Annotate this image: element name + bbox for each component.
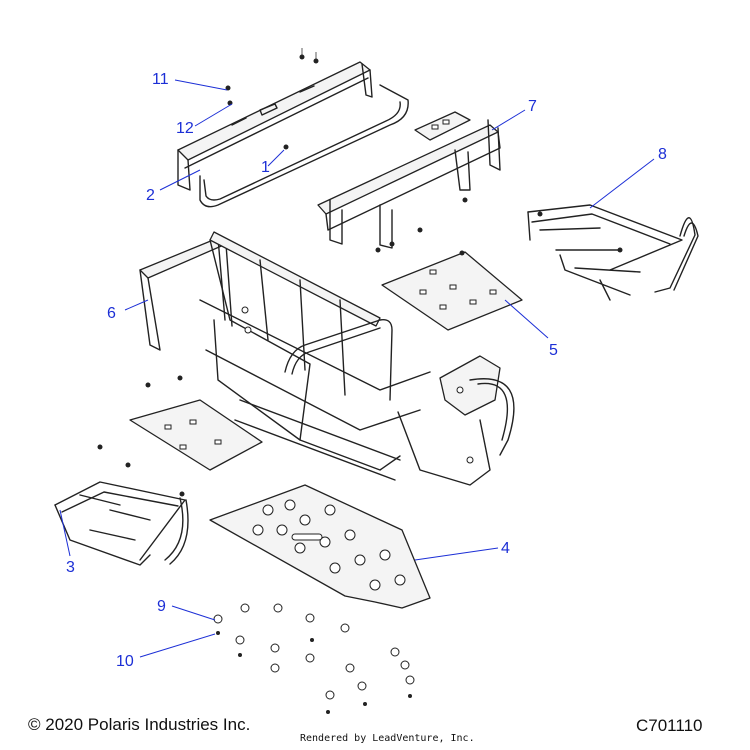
part-4-main-skid-plate[interactable] bbox=[209, 484, 431, 609]
callout-4[interactable]: 4 bbox=[501, 540, 510, 557]
diagram-code: C701110 bbox=[636, 716, 703, 735]
callout-5[interactable]: 5 bbox=[549, 342, 558, 359]
rendered-by-text: Rendered by LeadVenture, Inc. bbox=[300, 733, 475, 744]
callout-12[interactable]: 12 bbox=[176, 120, 194, 137]
part-6-main-frame[interactable] bbox=[139, 231, 515, 486]
part-2-rear-bracket[interactable] bbox=[177, 48, 409, 208]
callout-10[interactable]: 10 bbox=[116, 653, 134, 670]
part-7-rear-frame[interactable] bbox=[317, 111, 501, 253]
skid-plate-fasteners[interactable] bbox=[213, 603, 415, 714]
part-8-side-rail-right[interactable] bbox=[527, 204, 699, 301]
left-skid-plate[interactable] bbox=[97, 375, 263, 471]
part-5-rear-skid-plate[interactable] bbox=[381, 250, 523, 331]
callout-1[interactable]: 1 bbox=[261, 159, 270, 176]
copyright-text: © 2020 Polaris Industries Inc. bbox=[28, 715, 251, 734]
callout-3[interactable]: 3 bbox=[66, 559, 75, 576]
callout-6[interactable]: 6 bbox=[107, 305, 116, 322]
callout-11[interactable]: 11 bbox=[152, 71, 169, 88]
part-3-side-rail-left[interactable] bbox=[54, 481, 189, 566]
callout-9[interactable]: 9 bbox=[157, 598, 166, 615]
callout-7[interactable]: 7 bbox=[528, 98, 537, 115]
leader-lines bbox=[59, 79, 655, 658]
callout-8[interactable]: 8 bbox=[658, 146, 667, 163]
callout-labels: 11 12 1 2 7 8 5 6 3 4 9 10 bbox=[66, 71, 667, 670]
callout-2[interactable]: 2 bbox=[146, 187, 155, 204]
